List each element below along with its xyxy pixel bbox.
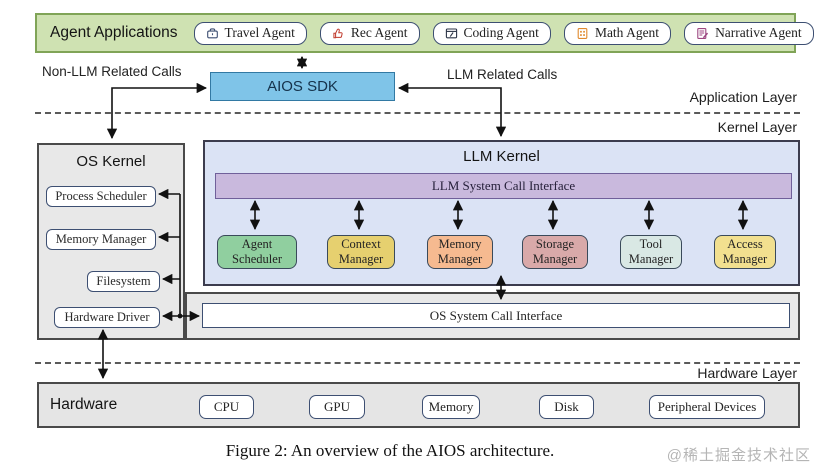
kernel-layer-label: Kernel Layer [717, 119, 797, 135]
agent-applications-bar: Agent Applications Travel Agent Rec Agen… [35, 13, 814, 53]
document-pen-icon [697, 27, 709, 39]
code-window-icon [445, 27, 457, 38]
coding-agent-chip: Coding Agent [432, 21, 551, 45]
aios-sdk-box: AIOS SDK [210, 72, 395, 101]
watermark: @稀土掘金技术社区 [666, 447, 811, 464]
cpu-chip: CPU [199, 395, 254, 419]
rec-agent-label: Rec Agent [350, 25, 408, 40]
briefcase-icon [206, 27, 218, 38]
os-kernel-box: OS Kernel Process Scheduler Memory Manag… [37, 143, 185, 340]
kernel-hardware-separator [35, 362, 800, 364]
calculator-icon [577, 27, 588, 39]
peripheral-devices-chip: Peripheral Devices [649, 395, 765, 419]
storage-manager-box: Storage Manager [522, 235, 588, 269]
tool-manager-box: Tool Manager [620, 235, 682, 269]
agent-scheduler-box: Agent Scheduler [217, 235, 297, 269]
application-kernel-separator [35, 112, 800, 114]
non-llm-calls-label: Non-LLM Related Calls [42, 64, 182, 79]
llm-calls-label: LLM Related Calls [447, 67, 558, 82]
hardware-driver-module: Hardware Driver [54, 307, 160, 328]
os-system-call-interface: OS System Call Interface [202, 303, 790, 328]
gpu-chip: GPU [309, 395, 365, 419]
hardware-layer-label: Hardware Layer [697, 365, 797, 381]
travel-agent-chip: Travel Agent [193, 21, 307, 45]
os-syscall-strip: OS System Call Interface [185, 292, 800, 340]
memory-chip: Memory [422, 395, 480, 419]
math-agent-chip: Math Agent [563, 21, 672, 45]
narrative-agent-label: Narrative Agent [715, 25, 802, 40]
figure-caption: Figure 2: An overview of the AIOS archit… [225, 441, 555, 460]
llm-system-call-interface: LLM System Call Interface [215, 173, 792, 199]
access-manager-box: Access Manager [714, 235, 776, 269]
thumbs-up-icon [333, 28, 343, 38]
llm-kernel-title: LLM Kernel [463, 148, 540, 165]
application-layer-label: Application Layer [689, 89, 797, 105]
disk-chip: Disk [539, 395, 594, 419]
os-kernel-title: OS Kernel [76, 153, 146, 170]
narrative-agent-chip: Narrative Agent [684, 21, 814, 45]
context-manager-box: Context Manager [327, 235, 395, 269]
hardware-box: Hardware CPU GPU Memory Disk Peripheral … [37, 382, 800, 428]
memory-manager-module: Memory Manager [46, 229, 156, 250]
memory-manager-box: Memory Manager [427, 235, 493, 269]
agent-applications-title: Agent Applications [50, 24, 178, 41]
llm-kernel-box: LLM Kernel LLM System Call Interface Age… [203, 140, 800, 286]
process-scheduler-module: Process Scheduler [46, 186, 156, 207]
hardware-title: Hardware [50, 396, 118, 413]
math-agent-label: Math Agent [594, 25, 660, 40]
travel-agent-label: Travel Agent [224, 25, 295, 40]
rec-agent-chip: Rec Agent [319, 21, 420, 45]
coding-agent-label: Coding Agent [463, 25, 539, 40]
filesystem-module: Filesystem [87, 271, 160, 292]
